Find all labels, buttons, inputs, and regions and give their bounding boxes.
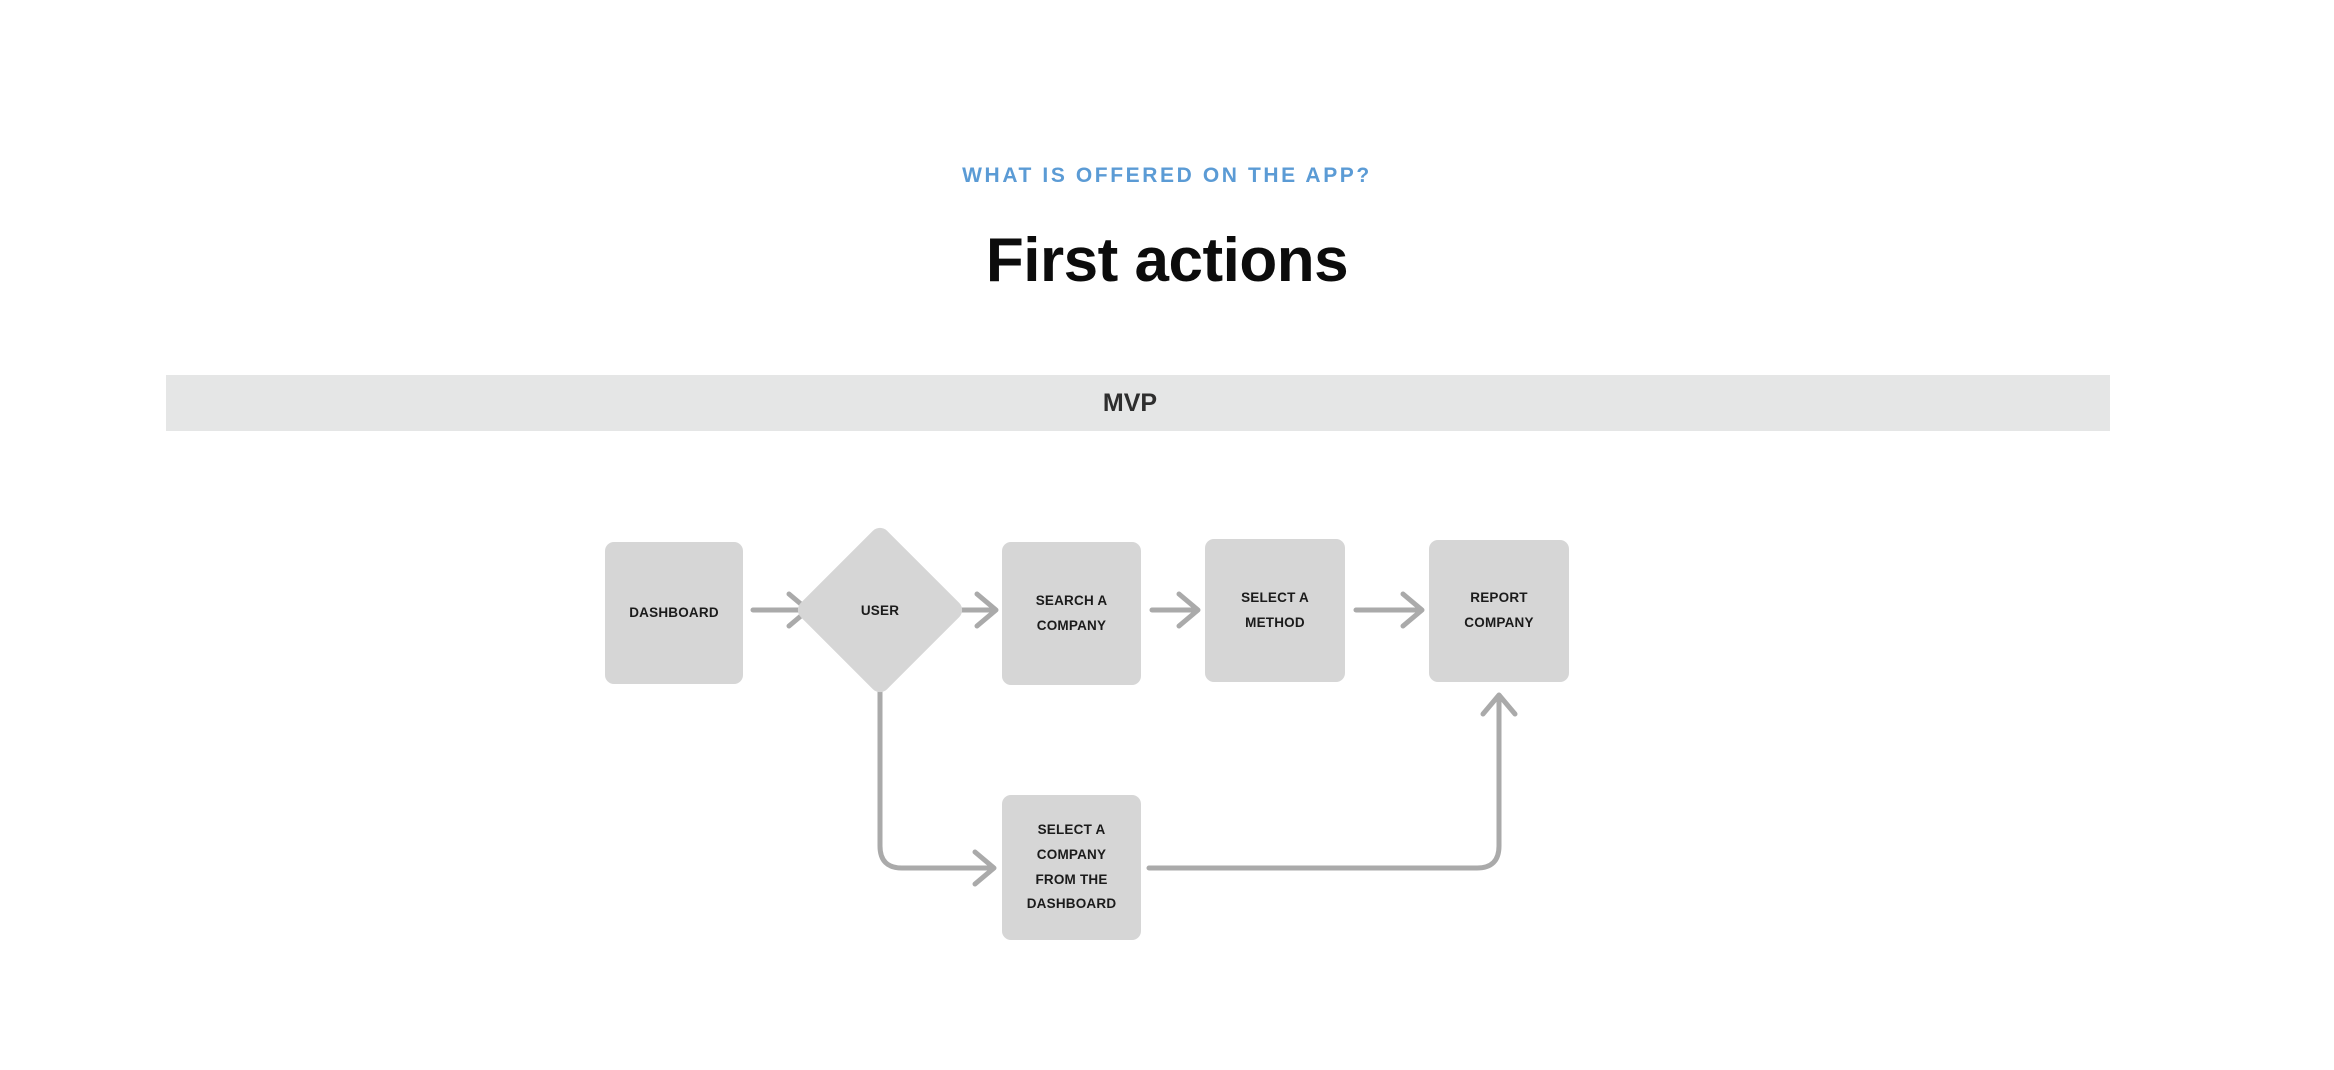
node-select-company-from-dashboard-label: SELECT A COMPANY FROM THE DASHBOARD xyxy=(1026,821,1117,912)
edge-user-to-select-dashboard xyxy=(877,677,997,887)
node-dashboard[interactable]: DASHBOARD xyxy=(605,542,743,684)
page-title: First actions xyxy=(985,226,1349,295)
node-report-company-label: REPORT COMPANY xyxy=(1464,590,1534,630)
node-select-company-from-dashboard[interactable]: SELECT A COMPANY FROM THE DASHBOARD xyxy=(1002,795,1141,940)
node-select-a-method[interactable]: SELECT A METHOD xyxy=(1205,539,1345,682)
node-search-a-company-label: SEARCH A COMPANY xyxy=(1035,592,1108,633)
node-user[interactable]: USER xyxy=(793,523,967,697)
mvp-band-label: MVP xyxy=(1102,388,1158,417)
edge-select-dashboard-to-report xyxy=(1146,692,1518,871)
edge-method-to-report xyxy=(1353,591,1425,629)
mvp-band: MVP xyxy=(166,375,2110,431)
node-report-company[interactable]: REPORT COMPANY xyxy=(1429,540,1569,682)
node-dashboard-label: DASHBOARD xyxy=(629,604,719,620)
node-select-a-method-label: SELECT A METHOD xyxy=(1241,589,1309,630)
section-eyebrow: WHAT IS OFFERED ON THE APP? xyxy=(962,164,1372,187)
edge-search-to-method xyxy=(1149,591,1201,629)
node-user-label: USER xyxy=(860,602,900,618)
node-search-a-company[interactable]: SEARCH A COMPANY xyxy=(1002,542,1141,685)
